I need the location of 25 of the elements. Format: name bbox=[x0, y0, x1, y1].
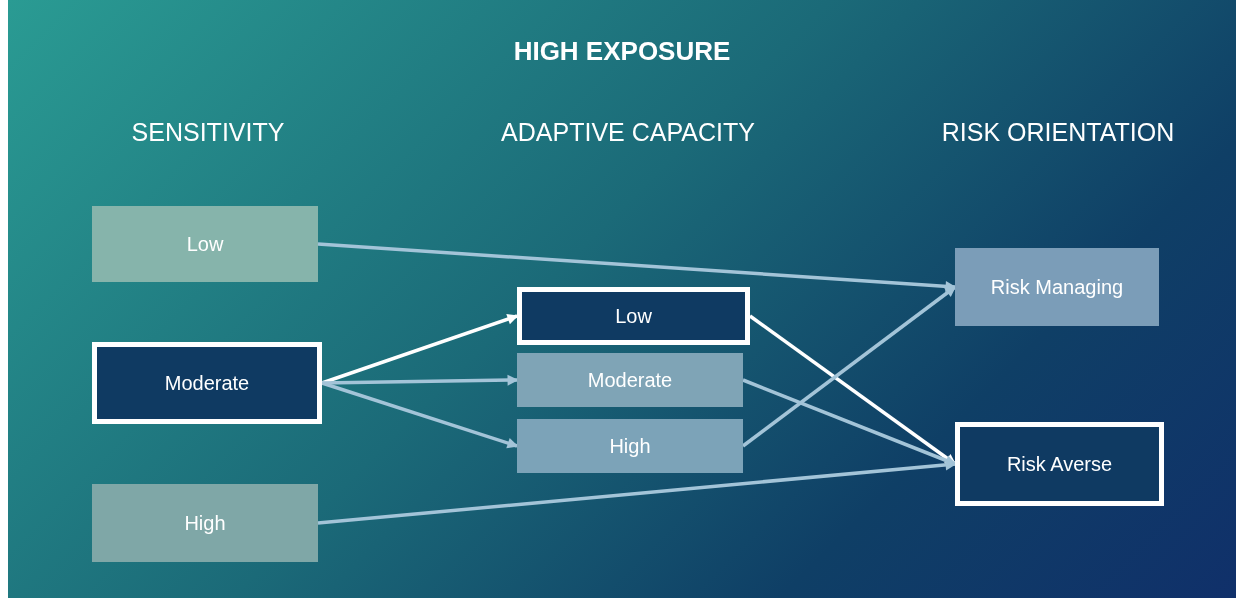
column-header: ADAPTIVE CAPACITY bbox=[500, 118, 756, 147]
process-box bbox=[517, 419, 743, 473]
highlighted-box bbox=[517, 287, 750, 345]
box-label: High bbox=[184, 511, 226, 535]
process-box bbox=[92, 206, 318, 282]
column-header: RISK ORIENTATION bbox=[940, 118, 1176, 147]
process-box bbox=[517, 353, 743, 407]
arrow bbox=[748, 314, 957, 466]
box-label: Moderate bbox=[164, 371, 250, 395]
process-box bbox=[92, 484, 318, 562]
box-label: Risk Averse bbox=[1006, 452, 1113, 476]
box-label: High bbox=[609, 434, 651, 458]
box-label: Risk Managing bbox=[990, 275, 1124, 299]
highlighted-box bbox=[92, 342, 322, 424]
arrow bbox=[317, 459, 957, 525]
arrow bbox=[321, 381, 519, 449]
arrow bbox=[321, 374, 519, 386]
arrow bbox=[317, 242, 957, 292]
box-label: Low bbox=[615, 304, 652, 328]
box-label: Moderate bbox=[587, 368, 673, 392]
box-label: Low bbox=[186, 232, 224, 256]
highlighted-box bbox=[955, 422, 1164, 506]
diagram-title: HIGH EXPOSURE bbox=[512, 36, 732, 67]
process-box bbox=[955, 248, 1159, 326]
column-header: SENSITIVITY bbox=[130, 118, 286, 147]
